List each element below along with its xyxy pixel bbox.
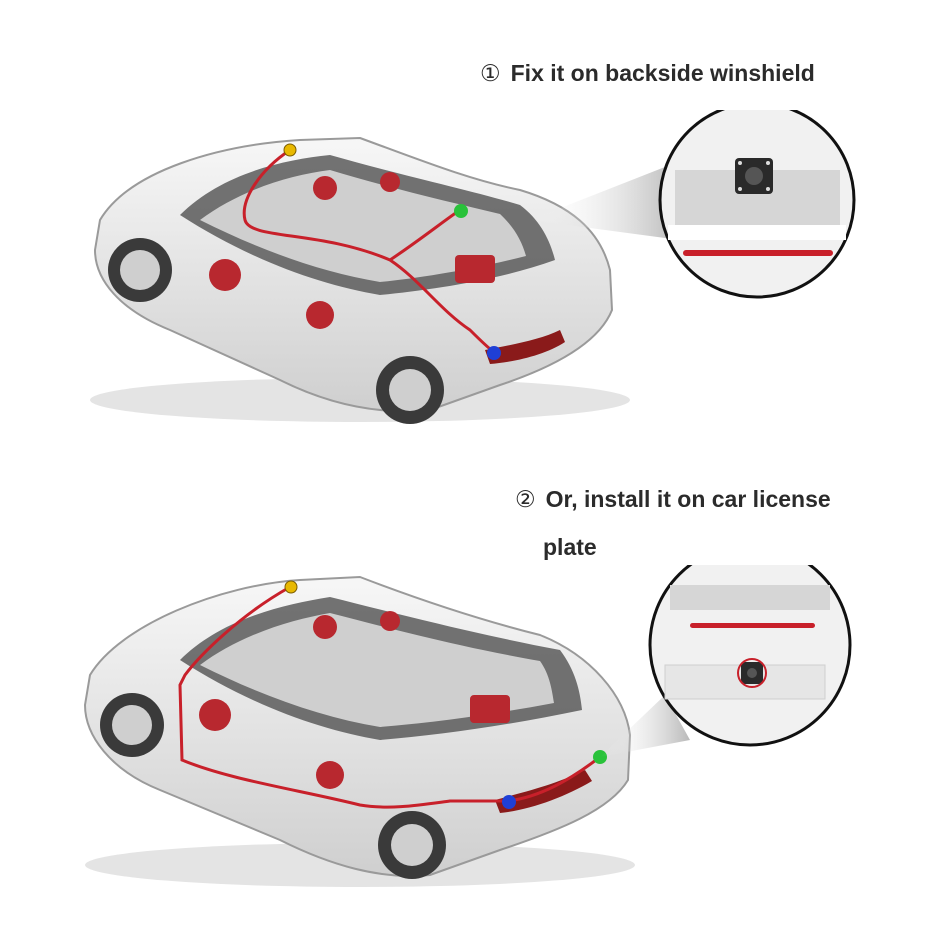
zoom-beam bbox=[600, 695, 690, 757]
camera-connection-dot bbox=[454, 204, 468, 218]
zoom-circle-license-plate bbox=[648, 565, 852, 747]
power-connection-dot bbox=[284, 580, 298, 594]
camera-highlight-ring bbox=[737, 658, 767, 688]
car-illustration-windshield bbox=[90, 110, 856, 424]
step1-text: Fix it on backside winshield bbox=[510, 60, 815, 86]
step2-caption: ② Or, install it on car license bbox=[515, 486, 831, 513]
car-body bbox=[93, 136, 614, 424]
zoom-circle-windshield bbox=[658, 110, 856, 299]
step2-number: ② bbox=[515, 486, 536, 512]
power-connection-dot bbox=[283, 143, 297, 157]
step1-number: ① bbox=[480, 60, 501, 86]
car-illustration-license-plate bbox=[83, 565, 852, 887]
wire-route bbox=[178, 585, 601, 809]
step2-text-line2: plate bbox=[543, 534, 597, 560]
reverse-light-connection-dot bbox=[502, 795, 516, 809]
reverse-light-connection-dot bbox=[487, 346, 501, 360]
step2-caption-line2: plate bbox=[543, 534, 597, 561]
zoom-beam bbox=[530, 165, 680, 240]
car-body bbox=[83, 575, 632, 879]
step2-text-line1: Or, install it on car license bbox=[545, 486, 831, 512]
wire-route bbox=[242, 148, 495, 354]
step1-caption: ① Fix it on backside winshield bbox=[480, 60, 815, 87]
